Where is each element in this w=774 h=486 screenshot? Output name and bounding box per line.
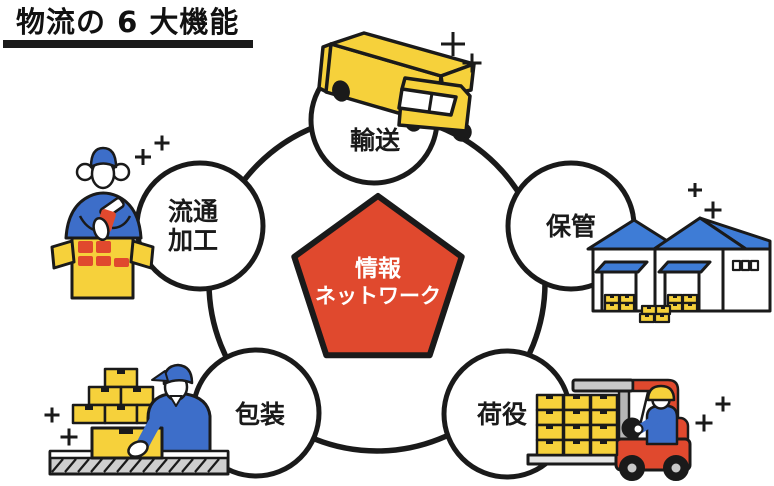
center-pentagon: 情報 ネットワーク (291, 193, 465, 359)
driver-helmet (646, 384, 676, 402)
plus-icon (704, 201, 722, 219)
red-packages (78, 241, 129, 267)
forklift-cargo-boxes (535, 393, 619, 457)
worker-glove (127, 440, 149, 458)
pentagon-shape (291, 193, 465, 359)
label-packaging: 包装 (235, 400, 285, 429)
worker-cap (162, 363, 194, 386)
label-transport: 輸送 (350, 126, 400, 155)
worker-collar (169, 395, 183, 407)
page-title-block: 物流の 6 大機能 (3, 5, 253, 48)
truck-wheel (332, 80, 350, 102)
plus-icon (441, 32, 465, 56)
label-storage: 保管 (545, 212, 596, 241)
conveyor-worker-icon (48, 363, 230, 476)
page-title: 物流の 6 大機能 (16, 5, 239, 39)
warehouse-awning (594, 260, 649, 274)
worker-cap (89, 146, 118, 169)
warehouse-windows (731, 259, 760, 272)
plus-icon (44, 407, 60, 423)
forklift-icon (526, 378, 692, 481)
worker-sleeve-line (111, 215, 132, 230)
warehouse-icon (586, 216, 772, 324)
plus-icon (695, 414, 713, 432)
plus-icon (60, 428, 78, 446)
packing-worker-icon (50, 146, 155, 300)
label-processing-line1: 流通 (168, 197, 218, 226)
box-flap-right (129, 239, 155, 270)
box-flap-left (50, 239, 76, 270)
label-cargo-handling: 荷役 (477, 400, 527, 429)
plus-icon (688, 183, 702, 197)
worker-glove (92, 216, 110, 242)
warehouse-roof (652, 216, 748, 251)
pentagon-label-line1: 情報 (355, 255, 402, 282)
packing-box-tab (119, 428, 133, 434)
label-processing-line2: 加工 (167, 226, 218, 255)
conveyor-hatching (51, 458, 220, 473)
plus-icon (154, 135, 170, 151)
title-underline (3, 40, 253, 48)
plus-decorations (44, 32, 731, 446)
truck-windshield-divider (427, 92, 434, 113)
driver-hand (632, 423, 644, 435)
forklift-fork-platform (526, 453, 628, 466)
forklift-wheels (619, 455, 689, 481)
plus-icon (135, 149, 151, 165)
forklift-overhead-guard (571, 378, 635, 393)
plus-icon (462, 53, 482, 73)
box-truck-icon (317, 31, 476, 142)
worker-cap-brim (151, 370, 169, 382)
warehouse-roof (586, 218, 682, 251)
plus-icon (715, 396, 731, 412)
warehouse-awning (657, 260, 712, 274)
pentagon-label-line2: ネットワーク (315, 284, 441, 308)
truck-windshield (397, 87, 458, 117)
warehouse-box-stacks (603, 293, 699, 324)
